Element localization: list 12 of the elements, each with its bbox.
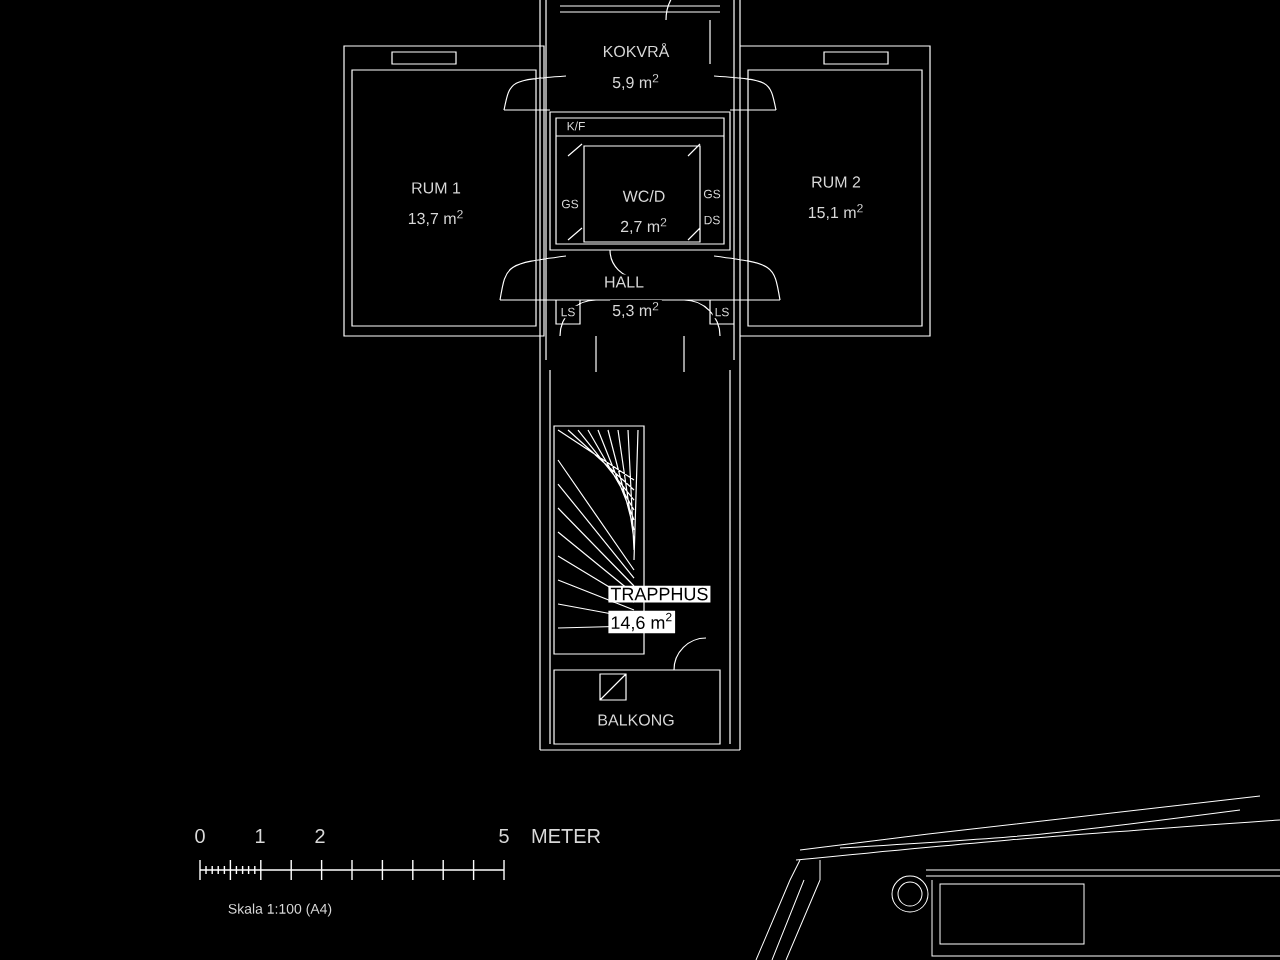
scale-label: METER bbox=[529, 827, 603, 845]
scale-label: 2 bbox=[312, 827, 328, 845]
room-label: 2,7 m$^{2}$ bbox=[618, 215, 670, 237]
room-label: 5,9 m$^{2}$ bbox=[610, 71, 662, 93]
room-label: RUM 2 bbox=[809, 174, 863, 190]
room-label: WC/D bbox=[620, 188, 668, 204]
room-label: 5,3 m$^{2}$ bbox=[610, 299, 662, 321]
room-label: RUM 1 bbox=[409, 180, 463, 196]
scale-label: 1 bbox=[252, 827, 268, 845]
room-label: 14,6 m$^{2}$ bbox=[608, 610, 676, 634]
scale-label: 5 bbox=[496, 827, 512, 845]
room-label: BALKONG bbox=[595, 712, 677, 728]
